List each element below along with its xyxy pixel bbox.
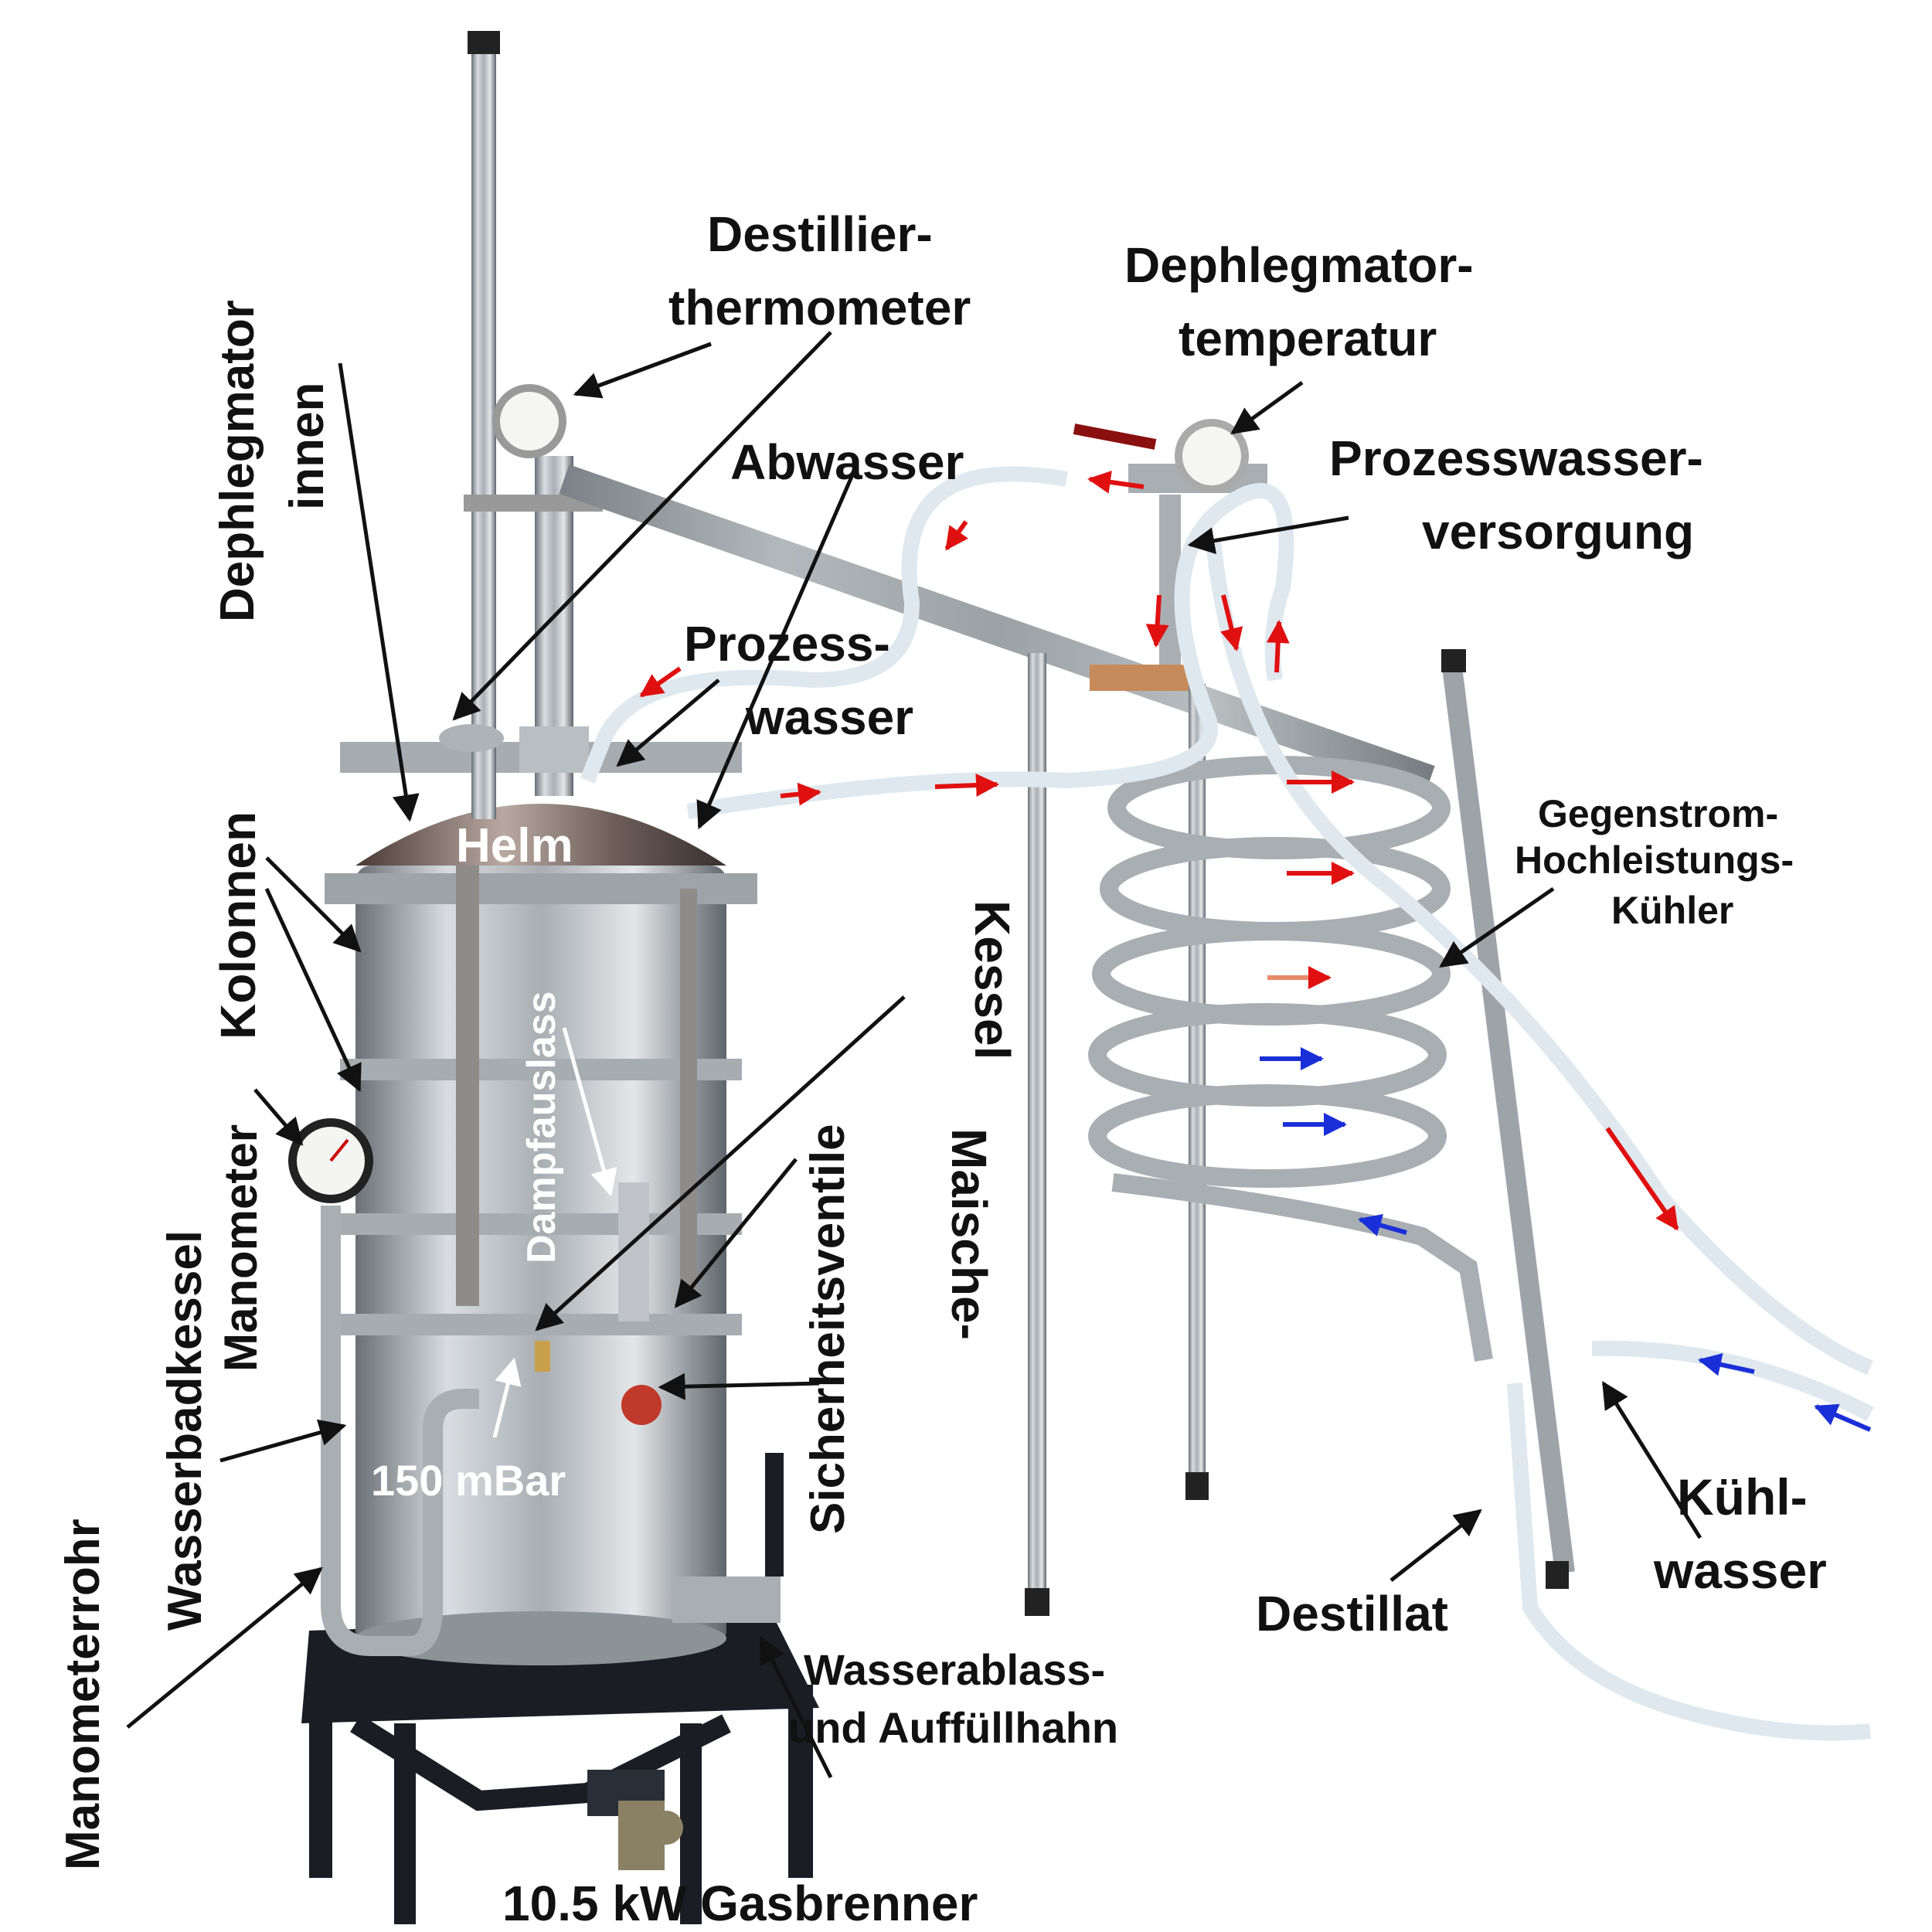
apparatus-drawing (288, 31, 1874, 1924)
label-wasserablass-line2: und Auffüllhahn (788, 1703, 1118, 1752)
label-destillierthermometer-line1: Destillier- (707, 206, 933, 262)
labels: Destillier- thermometer Dephlegmator- te… (56, 206, 1827, 1931)
label-dampfauslass: Dampfauslass (519, 991, 564, 1264)
label-prozesswasserversorgung-line1: Prozesswasser- (1329, 430, 1703, 486)
label-kolonnen: Kolonnen (210, 811, 266, 1039)
drain-tap (672, 1453, 784, 1623)
white-leader-lines (492, 1027, 617, 1438)
label-prozesswasser-line1: Prozess- (684, 616, 890, 672)
manometer (288, 1118, 479, 1656)
label-destillat: Destillat (1256, 1586, 1448, 1641)
counterflow-coil-cooler (1088, 756, 1493, 1362)
vapour-pipe (559, 464, 1435, 795)
label-abwasser: Abwasser (730, 434, 964, 490)
label-prozesswasser-line2: wasser (745, 689, 913, 745)
label-gasbrenner: 10.5 kW Gasbrenner (502, 1876, 978, 1931)
column-tubes (439, 31, 603, 819)
label-dephlegmator-innen-line2: innen (281, 383, 334, 510)
label-150-mbar: 150 mBar (371, 1456, 566, 1505)
label-kuehlwasser-line2: wasser (1653, 1542, 1827, 1599)
label-gegenstrom-line1: Gegenstrom- (1538, 792, 1778, 835)
flow-arrows (639, 470, 1872, 1432)
label-maische-kessel-line1: Maische- (941, 1128, 997, 1340)
label-sicherheitsventile: Sicherheitsventile (801, 1124, 855, 1534)
label-wasserbadkessel: Wasserbadkessel (158, 1230, 212, 1631)
label-wasserablass-line1: Wasserablass- (804, 1645, 1105, 1694)
label-manometer: Manometer (215, 1124, 267, 1372)
leader-lines (126, 331, 1702, 1779)
label-dephlegmator-innen-line1: Dephlegmator (211, 300, 264, 622)
label-gegenstrom-line2: Hochleistungs- (1515, 838, 1794, 882)
label-maische-kessel-line2: Kessel (964, 900, 1020, 1060)
safety-valves (535, 1182, 662, 1425)
label-prozesswasserversorgung-line2: versorgung (1422, 504, 1694, 560)
label-dephlegmatortemperatur-line1: Dephlegmator- (1124, 237, 1474, 293)
label-helm: Helm (456, 819, 573, 872)
label-dephlegmatortemperatur-line2: temperatur (1179, 311, 1437, 366)
label-gegenstrom-line3: Kühler (1611, 889, 1733, 932)
label-kuehlwasser-line1: Kühl- (1677, 1468, 1808, 1526)
dephlegmator-valve-assembly (1073, 419, 1267, 691)
cooler-stand (1025, 649, 1575, 1616)
label-manometerrohr: Manometerrohr (56, 1519, 110, 1870)
label-destillierthermometer-line2: thermometer (668, 280, 971, 335)
